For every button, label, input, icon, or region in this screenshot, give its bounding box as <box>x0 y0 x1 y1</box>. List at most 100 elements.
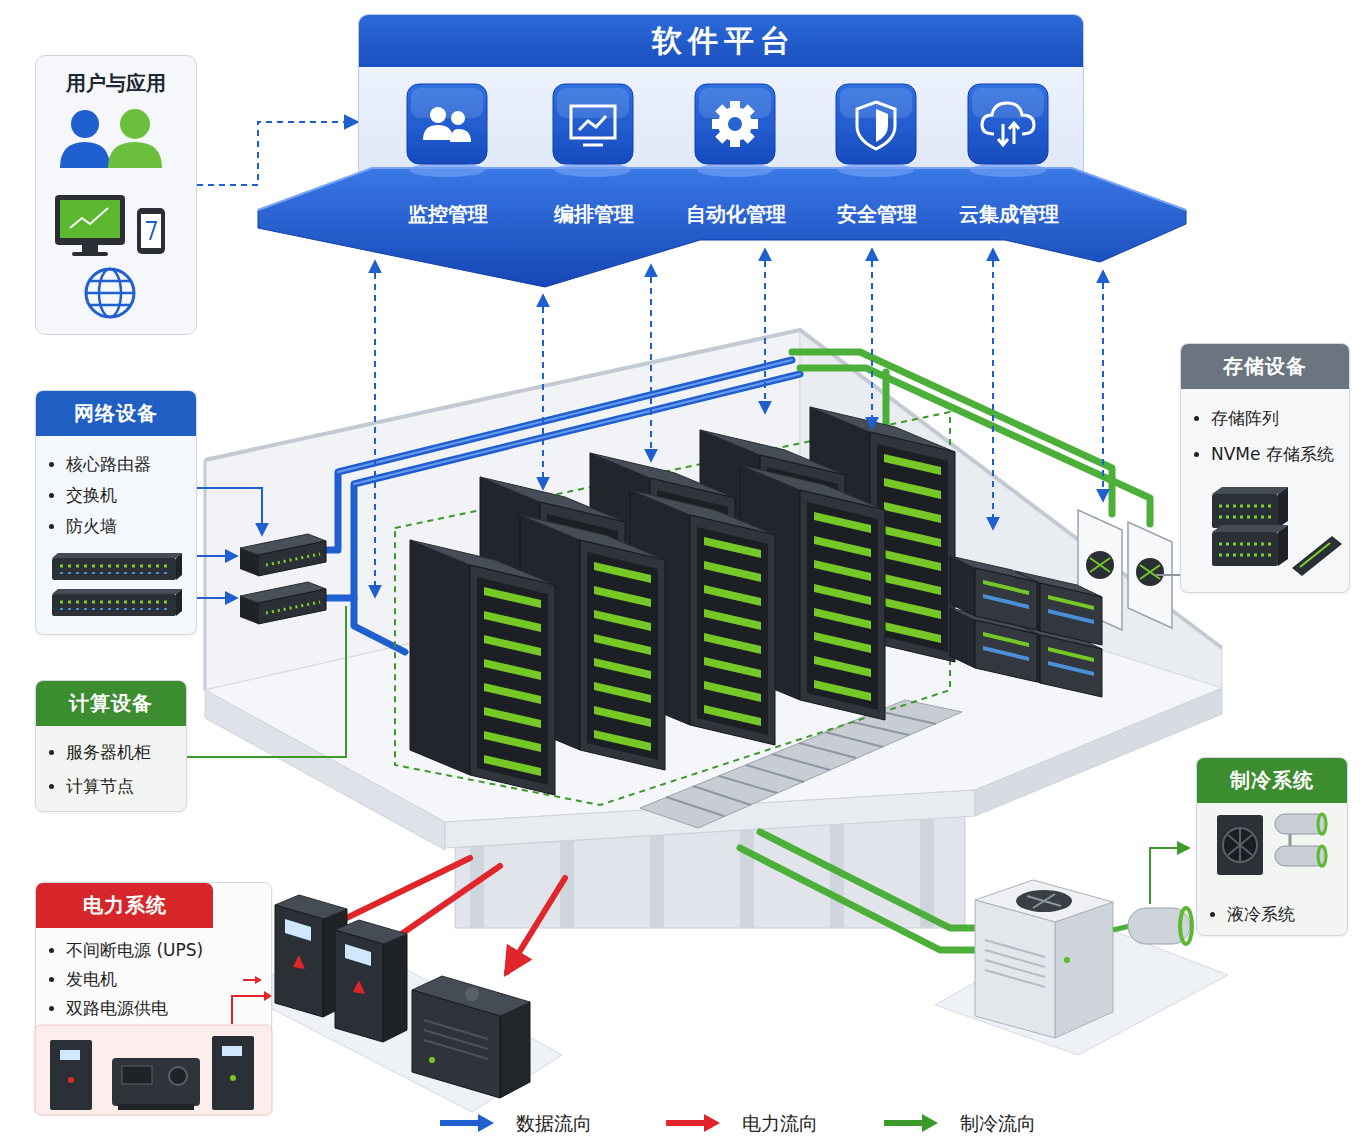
gear-glyph <box>712 119 758 129</box>
legend-arrow <box>884 1120 924 1126</box>
list-item: NVMe 存储系统 <box>1181 442 1334 466</box>
cloud-glyph <box>998 124 1008 145</box>
generator <box>424 1020 488 1059</box>
device-panel: 电力系统不间断电源 (UPS)发电机双路电源供电 <box>35 882 272 1115</box>
user-icons <box>108 142 162 168</box>
cooling-panel-devices <box>1318 846 1326 866</box>
gear-glyph <box>712 101 758 147</box>
device-panel: 存储设备存储阵列NVMe 存储系统 <box>1180 343 1350 593</box>
list-item: 液冷系统 <box>1197 902 1295 926</box>
users-glyph <box>423 107 471 142</box>
list-item: 计算节点 <box>36 774 134 798</box>
panel-title: 计算设备 <box>36 681 186 726</box>
power-panel-devices <box>169 1067 187 1085</box>
shield-glyph <box>857 102 895 149</box>
user-icons <box>146 222 156 240</box>
device-panel: 制冷系统液冷系统 <box>1196 757 1348 936</box>
list-item: 核心路由器 <box>36 452 151 476</box>
users-glyph <box>451 111 465 125</box>
module-icons <box>836 84 916 177</box>
user-icons <box>55 195 125 245</box>
chiller-unit <box>975 880 1113 1038</box>
module-label: 自动化管理 <box>686 201 786 227</box>
legend-arrow <box>438 1108 498 1138</box>
network-devices <box>240 534 326 624</box>
storage-panel-devices <box>1212 487 1288 528</box>
chiller-area <box>1180 908 1192 944</box>
platform-slab <box>258 168 1186 210</box>
cooling-panel-devices <box>1223 828 1257 862</box>
legend-label: 电力流向 <box>742 1111 818 1135</box>
generator <box>500 1002 530 1098</box>
list-item: 防火墙 <box>36 514 117 538</box>
panel-title: 存储设备 <box>1181 344 1349 389</box>
power-panel-devices <box>68 1077 74 1083</box>
list-item: 交换机 <box>36 483 117 507</box>
module-icons <box>968 84 1048 177</box>
cooling-pipes <box>740 352 1150 950</box>
cooling-panel-devices <box>1217 814 1327 875</box>
power-panel-devices <box>35 1025 272 1115</box>
power-panel-devices <box>255 976 262 984</box>
user-icons <box>99 269 121 317</box>
callout-lines <box>187 488 1180 757</box>
storage-panel-devices <box>1292 536 1342 576</box>
user-icons <box>71 110 99 138</box>
chart-glyph <box>571 106 615 145</box>
gear-glyph <box>728 117 742 131</box>
chart-glyph <box>583 144 603 147</box>
panel-title: 用户与应用 <box>66 70 166 96</box>
gear-glyph <box>718 107 752 141</box>
panel-title: 制冷系统 <box>1197 758 1347 803</box>
module-item: 安全管理 <box>817 201 937 229</box>
power-panel-devices <box>212 1036 254 1110</box>
network-panel-devices <box>52 553 182 616</box>
panel-title: 网络设备 <box>36 391 196 436</box>
module-label: 监控管理 <box>408 201 488 227</box>
cloud-glyph <box>982 103 1034 134</box>
list-item: 双路电源供电 <box>36 996 168 1020</box>
user-panel: 用户与应用 <box>35 55 197 335</box>
platform-slab <box>258 168 1186 287</box>
network-panel-devices <box>52 553 182 580</box>
list-item: 发电机 <box>36 967 117 991</box>
chiller-area <box>1113 926 1130 930</box>
chiller-unit <box>1027 894 1061 908</box>
platform-data-links <box>992 250 994 528</box>
users-glyph <box>430 107 446 123</box>
gear-glyph <box>715 104 755 144</box>
power-panel-devices <box>60 1050 80 1060</box>
user-icons <box>55 109 165 317</box>
platform-data-links <box>871 250 873 428</box>
cooling-panel-devices <box>1217 815 1263 875</box>
module-item: 云集成管理 <box>949 201 1069 229</box>
legend-arrow <box>922 1114 938 1132</box>
legend-arrow <box>704 1114 720 1132</box>
user-icons <box>120 109 150 139</box>
wall-cooling-units <box>1090 558 1160 579</box>
network-devices <box>240 582 326 624</box>
module-icons <box>553 84 633 177</box>
generator <box>412 976 530 1098</box>
cloud-glyph <box>982 103 1034 145</box>
platform-slab <box>258 168 1186 287</box>
module-label: 云集成管理 <box>959 201 1059 227</box>
network-devices <box>240 534 326 576</box>
panel-title: 电力系统 <box>36 883 213 928</box>
power-panel-devices <box>264 991 272 1001</box>
device-panel: 网络设备核心路由器交换机防火墙 <box>35 390 197 635</box>
chiller-unit <box>975 900 1055 1038</box>
cloud-glyph <box>1009 123 1019 144</box>
user-icons <box>82 245 98 253</box>
underfloor <box>650 835 664 928</box>
raised-floor <box>975 688 1222 816</box>
power-area <box>245 858 565 1112</box>
cooling-panel-devices <box>1289 834 1292 846</box>
legend-arrow <box>478 1114 494 1132</box>
gear-glyph <box>715 104 755 144</box>
legend-arrow <box>666 1120 706 1126</box>
platform-panel: 软件平台监控管理编排管理自动化管理安全管理云集成管理 <box>358 14 1084 190</box>
storage-panel-devices <box>1212 487 1342 576</box>
user-icons <box>72 252 108 256</box>
